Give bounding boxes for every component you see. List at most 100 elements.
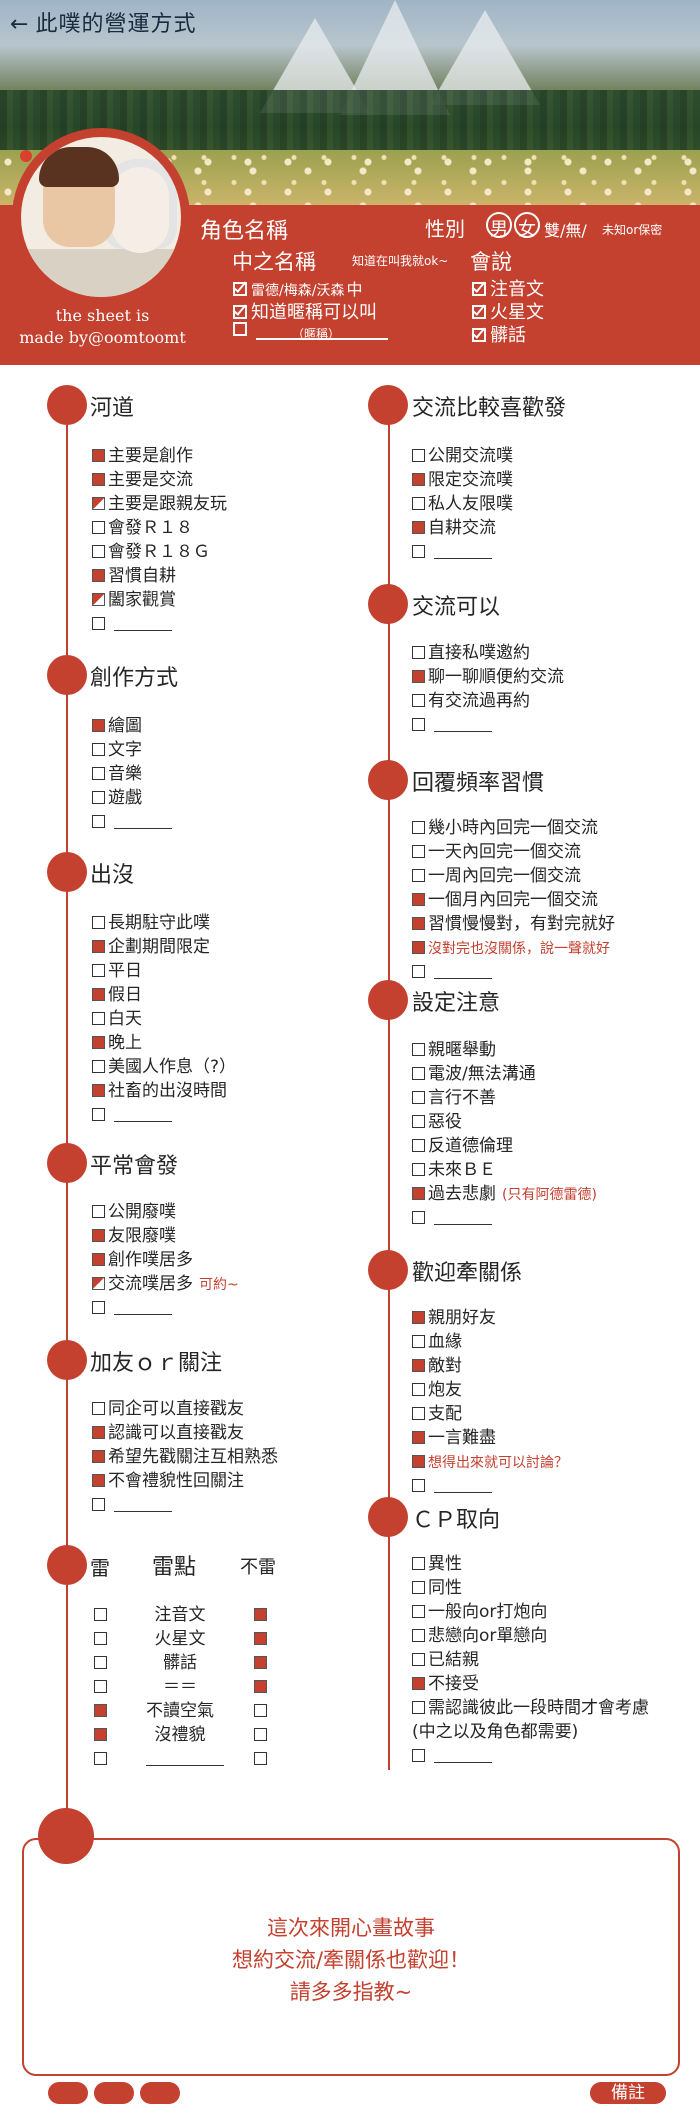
checklist-item[interactable]: 企劃期間限定 [92,937,210,957]
checklist-item[interactable]: 習慣慢慢對，有對完就好 [412,914,615,934]
nick-item[interactable]: 知道暱稱可以叫 [233,298,377,324]
checkbox[interactable] [412,694,425,707]
checkbox[interactable] [412,845,425,858]
checklist-item[interactable]: 友限廢噗 [92,1226,176,1246]
checklist-item[interactable]: 交流噗居多可約~ [92,1274,239,1295]
mines-right-checkbox[interactable] [254,1677,270,1697]
checkbox[interactable] [92,719,105,732]
checkbox[interactable] [412,1383,425,1396]
mines-left-checkbox[interactable] [94,1653,110,1673]
back-arrow-icon[interactable]: ← [10,12,30,37]
checkbox[interactable] [412,1479,425,1492]
mines-left-checkbox[interactable] [94,1677,110,1697]
gender-female[interactable]: 女 [518,219,536,240]
checkbox[interactable] [92,617,105,630]
checkbox[interactable] [412,1163,425,1176]
checkbox[interactable] [412,1653,425,1666]
checklist-item[interactable]: 長期駐守此噗 [92,913,210,933]
checklist-item[interactable]: 一言難盡 [412,1428,496,1448]
checklist-item[interactable]: 不會禮貌性回關注 [92,1471,244,1491]
gender-unknown[interactable]: 未知or保密 [602,223,663,237]
checkbox[interactable] [233,282,247,296]
checkbox[interactable] [92,1450,105,1463]
checkbox[interactable] [412,1139,425,1152]
checklist-item[interactable]: 主要是交流 [92,470,193,490]
checkbox[interactable] [92,1036,105,1049]
checklist-item[interactable]: 想得出來就可以討論？ [412,1452,568,1473]
checkbox[interactable] [92,1277,105,1290]
checkbox[interactable] [412,1605,425,1618]
checkbox[interactable] [92,1229,105,1242]
checklist-item[interactable]: 認識可以直接戳友 [92,1423,244,1443]
checkbox[interactable] [412,718,425,731]
checklist-item[interactable]: 創作噗居多 [92,1250,193,1270]
checklist-item[interactable]: 美國人作息（?） [92,1057,236,1077]
checkbox[interactable] [412,545,425,558]
checklist-item[interactable]: 未來ＢＥ [412,1160,496,1180]
checkbox[interactable] [92,1084,105,1097]
checklist-item[interactable]: 晚上 [92,1033,142,1053]
checklist-item-blank[interactable] [412,542,492,562]
checklist-item[interactable]: 一個月內回完一個交流 [412,890,598,910]
checkbox[interactable] [472,328,486,342]
checkbox[interactable] [412,1749,425,1762]
checklist-item[interactable]: 直接私噗邀約 [412,643,530,663]
checklist-item-blank[interactable] [92,1298,172,1318]
checklist-item[interactable]: 反道德倫理 [412,1136,513,1156]
checkbox[interactable] [94,1680,107,1693]
checkbox[interactable] [254,1608,267,1621]
checklist-item[interactable]: 電波/無法溝通 [412,1064,536,1084]
checkbox[interactable] [92,1253,105,1266]
checklist-item-blank[interactable] [92,1105,172,1125]
checkbox[interactable] [412,521,425,534]
checkbox[interactable] [92,940,105,953]
mines-right-checkbox[interactable] [254,1749,270,1769]
checkbox[interactable] [92,1474,105,1487]
mines-right-checkbox[interactable] [254,1629,270,1649]
speak-item[interactable]: 髒話 [472,321,526,347]
mines-left-checkbox[interactable] [94,1725,110,1745]
checklist-item[interactable]: 炮友 [412,1380,462,1400]
checkbox[interactable] [92,1498,105,1511]
checkbox[interactable] [254,1704,267,1717]
checklist-item[interactable]: 繪圖 [92,716,142,736]
checklist-item[interactable]: 聊一聊順便約交流 [412,667,564,687]
checkbox[interactable] [92,1402,105,1415]
checklist-item-blank[interactable] [412,715,492,735]
mines-left-checkbox[interactable] [94,1605,110,1625]
checklist-item[interactable]: 已結親 [412,1650,479,1670]
checklist-item[interactable]: (中之以及角色都需要) [412,1722,578,1742]
checkbox[interactable] [92,815,105,828]
checkbox[interactable] [92,497,105,510]
checklist-item[interactable]: 幾小時內回完一個交流 [412,818,598,838]
checklist-item[interactable]: 白天 [92,1009,142,1029]
checkbox[interactable] [254,1728,267,1741]
checklist-item[interactable]: 沒對完也沒關係，說一聲就好 [412,938,610,959]
gender-other[interactable]: 雙/無/ [544,221,587,240]
checkbox[interactable] [92,767,105,780]
checklist-item[interactable]: 一般向or打炮向 [412,1602,547,1622]
checklist-item[interactable]: 遊戲 [92,788,142,808]
checklist-item[interactable]: 闔家觀賞 [92,590,176,610]
checklist-item[interactable]: 異性 [412,1554,462,1574]
checkbox[interactable] [233,305,247,319]
checklist-item[interactable]: 音樂 [92,764,142,784]
checkbox[interactable] [94,1728,107,1741]
mines-right-checkbox[interactable] [254,1701,270,1721]
checklist-item[interactable]: 悲戀向or單戀向 [412,1626,547,1646]
checklist-item-blank[interactable] [92,812,172,832]
checkbox[interactable] [92,1301,105,1314]
checkbox[interactable] [412,1677,425,1690]
checkbox[interactable] [412,646,425,659]
checkbox[interactable] [412,1043,425,1056]
checkbox[interactable] [412,941,425,954]
checklist-item[interactable]: 過去悲劇(只有阿德雷德) [412,1184,597,1205]
checklist-item[interactable]: 公開廢噗 [92,1202,176,1222]
mines-right-checkbox[interactable] [254,1725,270,1745]
checkbox[interactable] [412,1455,425,1468]
checkbox[interactable] [412,1335,425,1348]
checkbox[interactable] [92,1205,105,1218]
checklist-item[interactable]: 習慣自耕 [92,566,176,586]
mines-left-checkbox[interactable] [94,1749,110,1769]
checklist-item[interactable]: 私人友限噗 [412,494,513,514]
